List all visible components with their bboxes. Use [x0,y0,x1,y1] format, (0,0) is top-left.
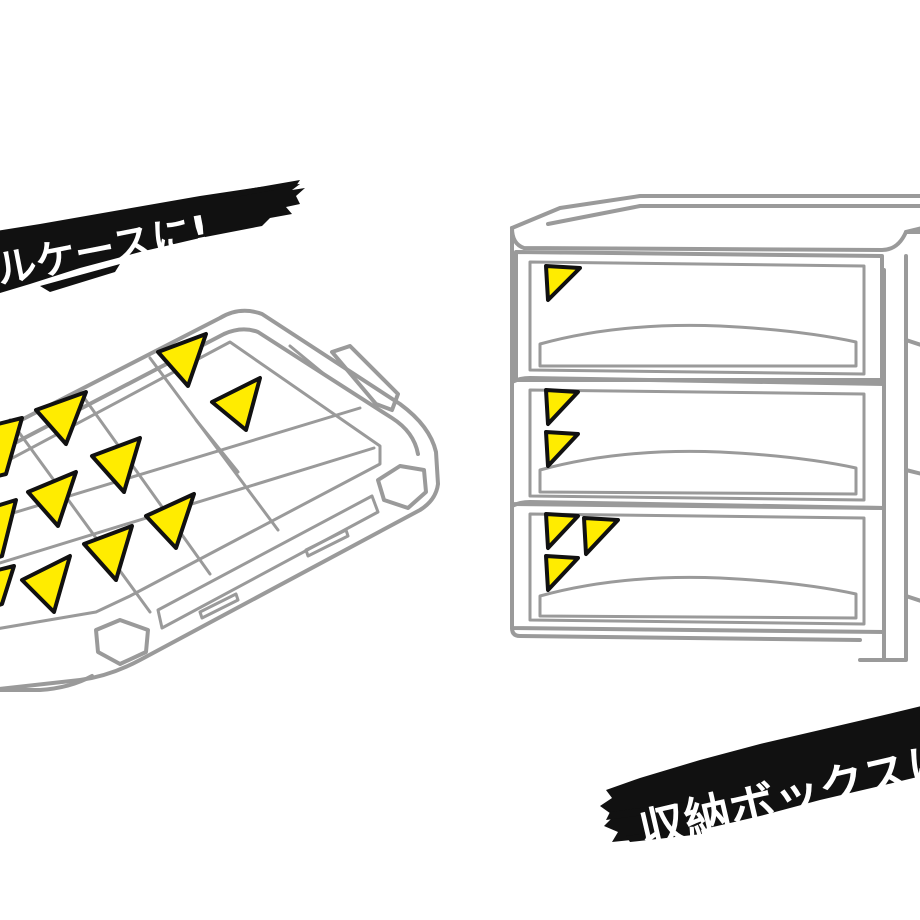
yellow-marker-icon [544,554,580,592]
drawer-1[interactable] [514,250,884,382]
yellow-marker-icon [544,512,580,550]
storage-drawers-illustration [510,194,920,662]
yellow-marker-icon [544,430,580,468]
tool-case-outline [0,308,440,691]
yellow-marker-icon [0,416,24,478]
tool-case-illustration [0,308,440,692]
yellow-marker-icon [544,388,580,426]
yellow-marker-icon [26,470,78,528]
yellow-marker-icon [210,376,262,432]
yellow-marker-icon [82,524,134,582]
yellow-marker-icon [0,564,16,607]
yellow-marker-icon [144,492,196,550]
storage-box-banner: 収納ボックスに [600,706,920,858]
yellow-marker-icon [544,264,582,302]
yellow-marker-icon [34,390,88,446]
drawer-2[interactable] [510,376,886,510]
yellow-marker-icon [582,516,620,556]
brush-stroke [0,184,305,293]
tool-case-banner: ルケースに! [0,180,305,294]
yellow-marker-icon [0,498,18,559]
yellow-marker-icon [90,436,142,494]
yellow-marker-icon [20,554,72,614]
drawer-3[interactable] [510,500,886,634]
yellow-marker-icon [156,332,208,388]
